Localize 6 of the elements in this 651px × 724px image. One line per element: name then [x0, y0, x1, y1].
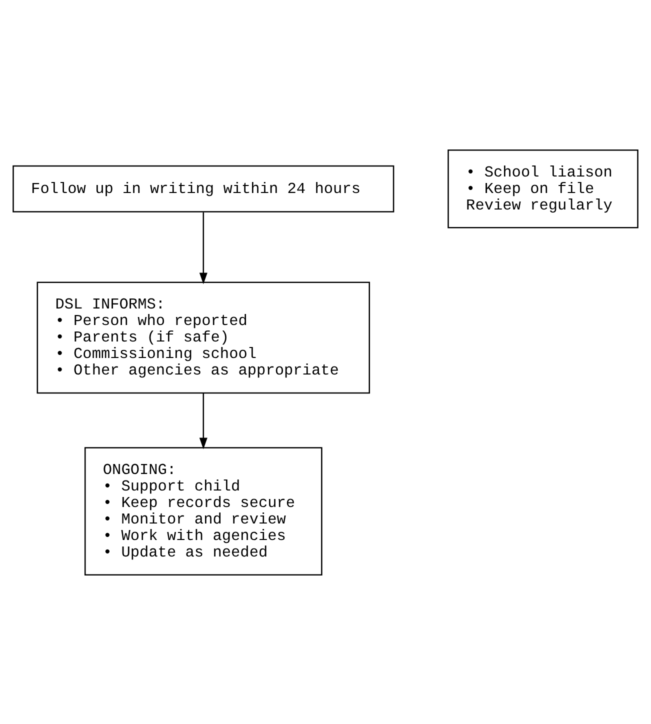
node-box: ONGOING: • Support child • Keep records secure • Monitor and review • Work with agencies • Update as needed — [84, 446, 322, 576]
arrow — [199, 392, 208, 449]
node-box: DSL INFORMS: • Person who reported • Parents (if safe) • Commissioning school • Other agencies as appropriate — [36, 281, 370, 394]
node-box: Follow up in writing within 24 hours — [12, 164, 394, 212]
node-box: • School liaison • Keep on file Review regularly — [448, 148, 638, 228]
arrow — [199, 212, 208, 284]
